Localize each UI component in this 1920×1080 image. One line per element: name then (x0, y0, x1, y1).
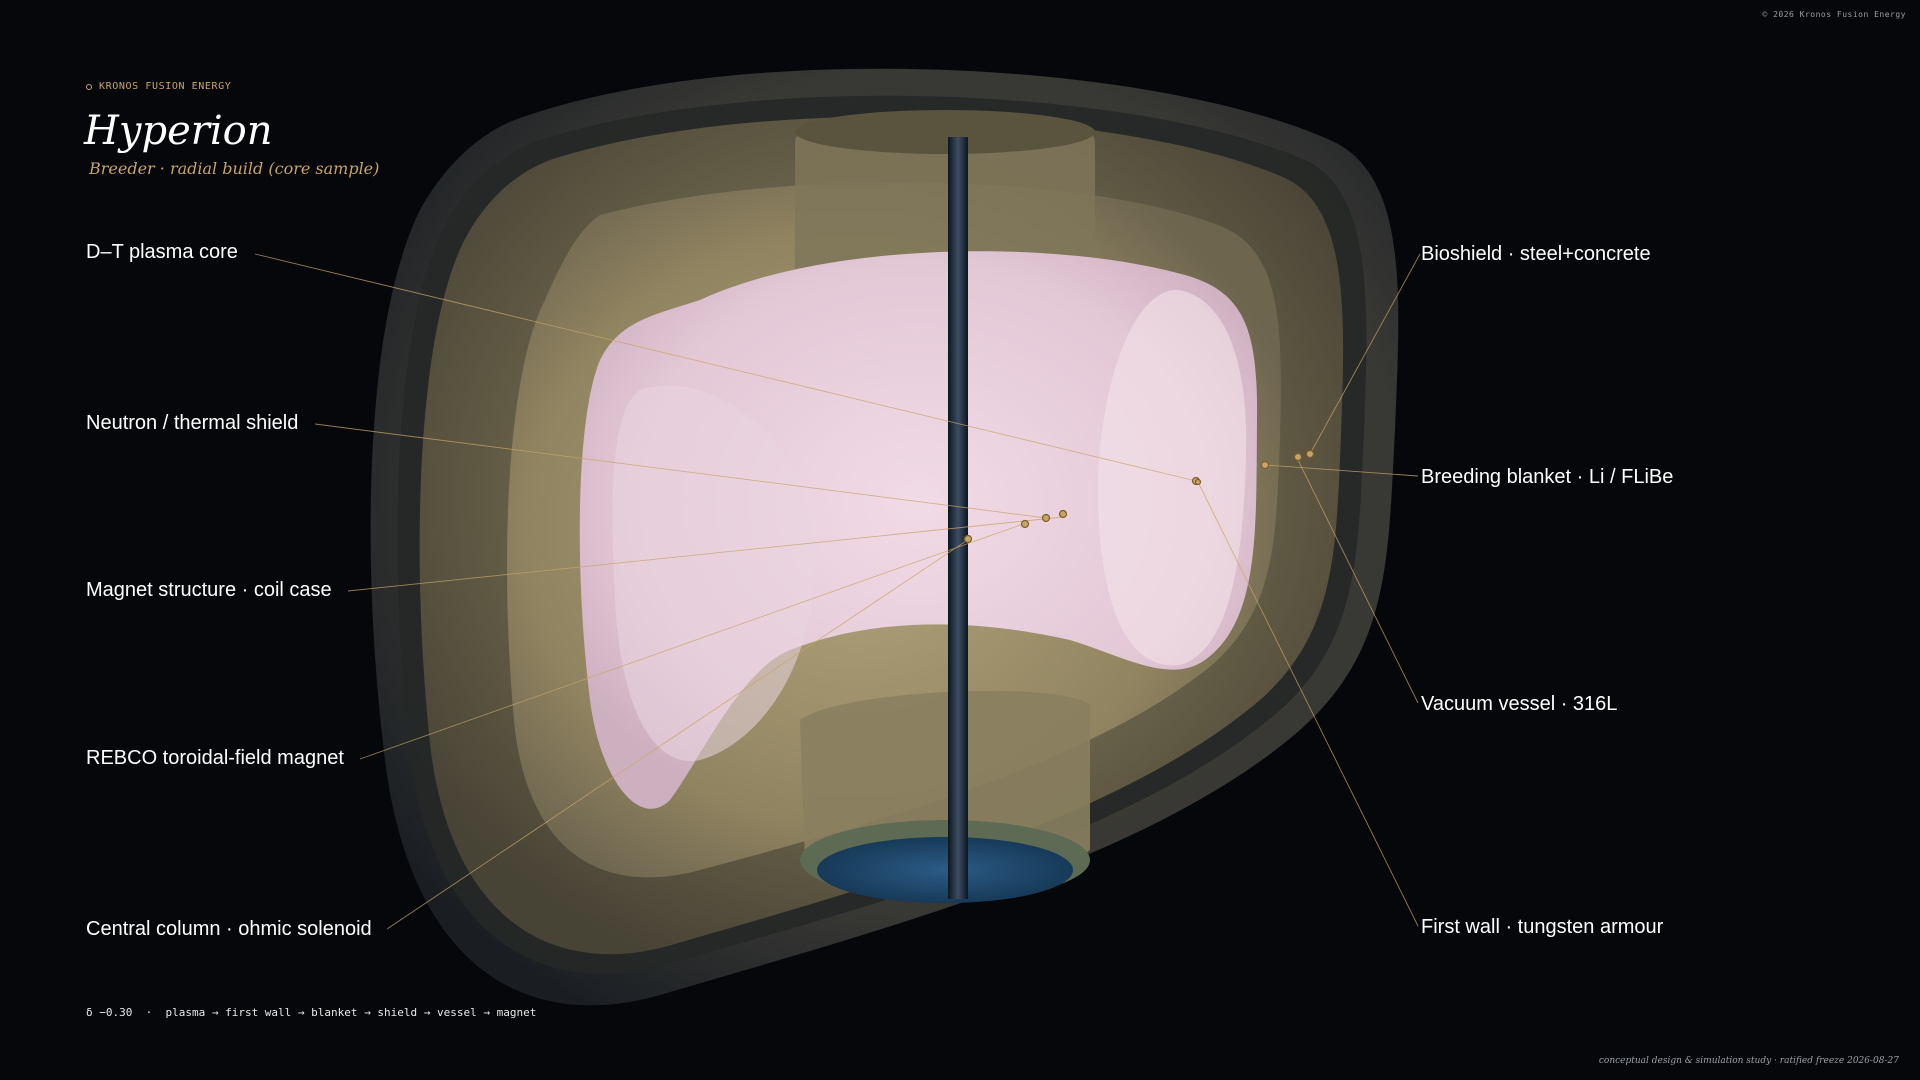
brand-name: KRONOS FUSION ENERGY (99, 81, 232, 92)
anchor-points (963, 449, 1315, 544)
leader-magnet-structure (347, 516, 1064, 592)
label-tf-magnet: REBCO toroidal-field magnet (86, 747, 344, 769)
anchor-bioshield (1305, 449, 1315, 459)
anchor-first-wall (1194, 478, 1202, 486)
leader-neutron-shield (314, 423, 1047, 519)
plasma-left-lobe (612, 385, 814, 761)
page-title: Hyperion (84, 108, 273, 154)
leader-lines (254, 253, 1421, 930)
leader-central-column (386, 538, 970, 930)
solenoid-housing-top (795, 132, 1095, 282)
anchor-neutron-shield (1041, 513, 1051, 523)
label-magnet-structure: Magnet structure · coil case (86, 579, 332, 601)
label-plasma-core: D–T plasma core (86, 241, 238, 263)
label-first-wall: First wall · tungsten armour (1421, 916, 1664, 938)
anchor-central-column (963, 534, 973, 544)
anchor-breeding-blanket (1293, 452, 1303, 462)
study-note: conceptual design & simulation study · r… (1598, 1056, 1899, 1066)
central-column (948, 137, 968, 899)
anchor-magnet-structure (1058, 509, 1068, 519)
page-subtitle: Breeder · radial build (core sample) (89, 159, 380, 178)
leader-tf-magnet (359, 522, 1027, 760)
build-sequence: δ −0.30 · plasma → first wall → blanket … (86, 1006, 537, 1019)
label-breeding-blanket: Breeding blanket · Li / FLiBe (1421, 466, 1674, 488)
leader-breeding-blanket (1264, 464, 1419, 477)
brand: KRONOS FUSION ENERGY (86, 81, 231, 92)
ring-icon (86, 83, 92, 90)
label-bioshield: Bioshield · steel+concrete (1421, 243, 1651, 265)
leader-plasma-core (254, 253, 1197, 482)
leader-first-wall (1197, 481, 1419, 927)
leader-bioshield (1309, 253, 1421, 455)
pedestal-base (817, 837, 1073, 903)
anchor-tf-magnet (1020, 519, 1030, 529)
label-central-column: Central column · ohmic solenoid (86, 918, 372, 940)
plasma-right-lobe (1097, 289, 1247, 666)
label-neutron-shield: Neutron / thermal shield (86, 412, 299, 434)
anchor-vacuum-vessel (1260, 460, 1270, 470)
leader-vacuum-vessel (1295, 455, 1419, 704)
solenoid-housing-cap (795, 110, 1095, 154)
copyright-notice: © 2026 Kronos Fusion Energy (1762, 10, 1906, 19)
label-vacuum-vessel: Vacuum vessel · 316L (1421, 693, 1618, 715)
